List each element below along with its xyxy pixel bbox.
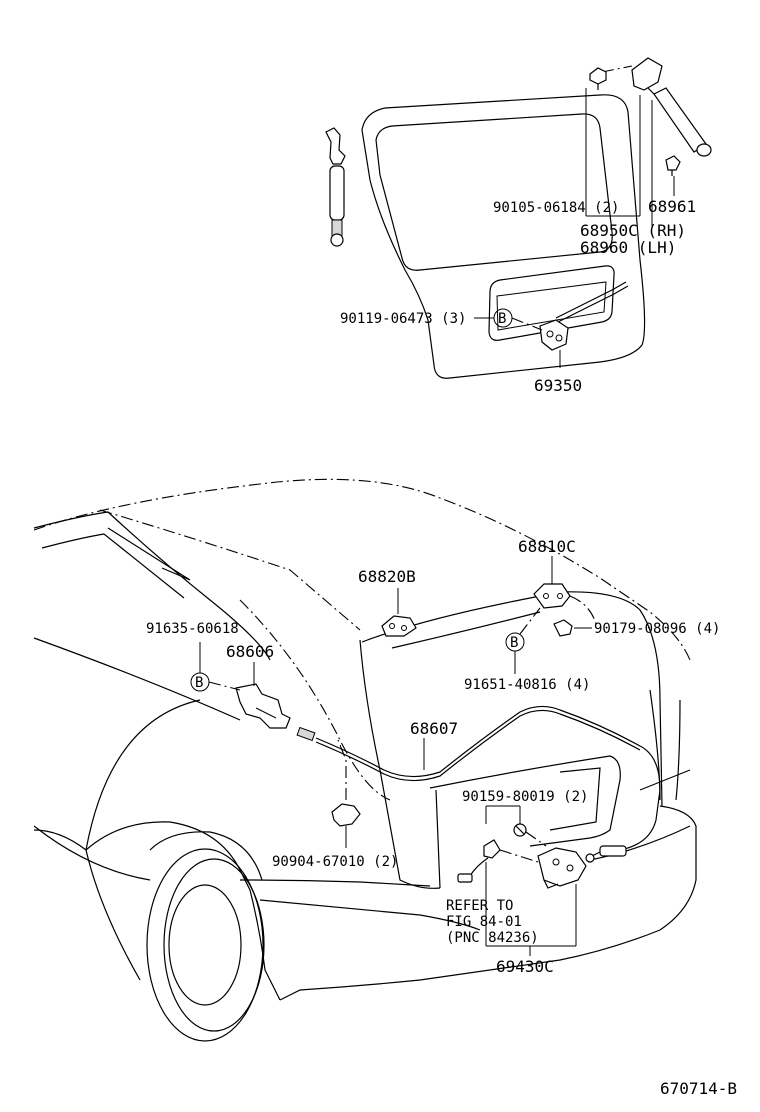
- door-lock-69350: [539, 281, 629, 368]
- back-door-stay-lh: [325, 127, 346, 247]
- hinge-68820b: [381, 588, 417, 637]
- svg-text:B: B: [195, 675, 203, 691]
- lock-assembly-69430c: [457, 839, 587, 889]
- rear-wheel: [146, 831, 265, 1042]
- screw-90159-icon: [485, 805, 547, 847]
- release-cable-68607: [296, 705, 661, 863]
- hinge-68810c: [533, 556, 597, 625]
- label-68810c: 68810C: [518, 537, 576, 556]
- callout-b-top: B: [474, 308, 543, 331]
- handle-68606: [235, 662, 291, 729]
- label-90119: 90119-06473 (3): [340, 311, 466, 327]
- callout-b-left: B: [190, 642, 241, 692]
- label-68960: 68960 (LH): [580, 238, 676, 257]
- label-90904: 90904-67010 (2): [272, 854, 398, 870]
- label-68820b: 68820B: [358, 567, 416, 586]
- bolt-68961-icon: [665, 155, 681, 176]
- back-door-panel: [361, 94, 646, 379]
- top-leaders: [585, 88, 675, 228]
- bolt-90105-icon: [589, 67, 607, 90]
- leader-69430c: [485, 862, 577, 956]
- label-90179: 90179-08096 (4): [594, 621, 720, 637]
- back-door-outline-bottom: [33, 591, 697, 1001]
- label-68606: 68606: [226, 642, 274, 661]
- label-68961: 68961: [648, 197, 696, 216]
- label-69350: 69350: [534, 376, 582, 395]
- label-68607: 68607: [410, 719, 458, 738]
- label-90159: 90159-80019 (2): [462, 789, 588, 805]
- label-refer-line1: REFER TO: [446, 898, 513, 914]
- vehicle-body-outline: [33, 478, 691, 1001]
- label-91635: 91635-60618: [146, 621, 239, 637]
- back-door-stay-rh: [601, 57, 712, 157]
- label-refer-line2: FIG 84-01: [446, 914, 522, 930]
- clip-90904-icon: [331, 739, 361, 848]
- nut-90179-icon: [553, 619, 592, 637]
- label-refer-line3: (PNC 84236): [446, 930, 539, 946]
- label-69430c: 69430C: [496, 957, 554, 976]
- svg-text:B: B: [498, 311, 506, 327]
- label-68950c: 68950C (RH): [580, 221, 686, 240]
- figure-id: 670714-B: [660, 1079, 737, 1098]
- callout-b-middle: B: [505, 607, 541, 674]
- label-90105: 90105-06184 (2): [493, 200, 619, 216]
- label-91651: 91651-40816 (4): [464, 677, 590, 693]
- svg-text:B: B: [510, 635, 518, 651]
